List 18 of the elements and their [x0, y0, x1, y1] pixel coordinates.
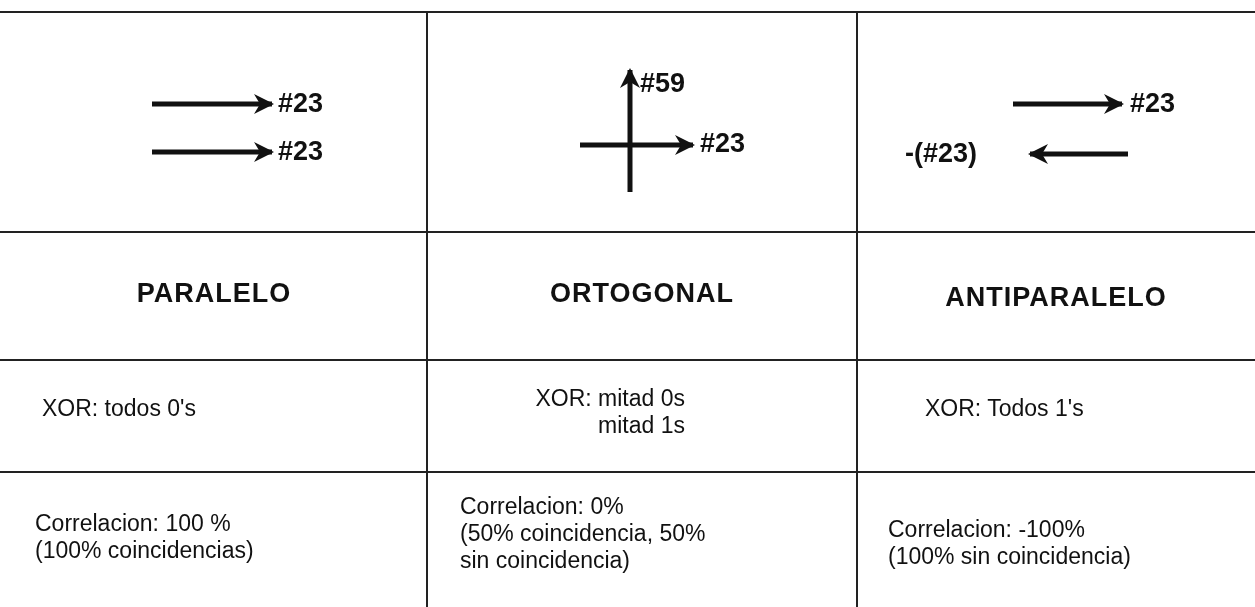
- vector-label: #23: [278, 88, 324, 119]
- table-cell: XOR: Todos 1's: [925, 395, 1084, 422]
- table-cell: (100% coincidencias): [35, 537, 254, 564]
- column-heading: PARALELO: [136, 278, 292, 309]
- column-heading: ANTIPARALELO: [945, 282, 1167, 313]
- table-cell-text: (50% coincidencia, 50% sin coincidencia): [460, 520, 707, 574]
- table-cell-text: XOR: mitad 0s mitad 1s: [534, 385, 685, 439]
- vector-label: #23: [1130, 88, 1176, 119]
- vector-label: -(#23): [905, 138, 978, 169]
- vector-label: #23: [278, 136, 324, 167]
- table-cell: Correlacion: 100 %: [35, 510, 231, 537]
- column-heading: ORTOGONAL: [550, 278, 734, 309]
- table-cell: XOR: todos 0's: [42, 395, 196, 422]
- vector-label: #23: [700, 128, 746, 159]
- table-cell: Correlacion: 0%: [460, 493, 624, 520]
- vector-label: #59: [640, 68, 686, 99]
- table-cell: Correlacion: -100%: [888, 516, 1085, 543]
- table-cell: (100% sin coincidencia): [888, 543, 1131, 570]
